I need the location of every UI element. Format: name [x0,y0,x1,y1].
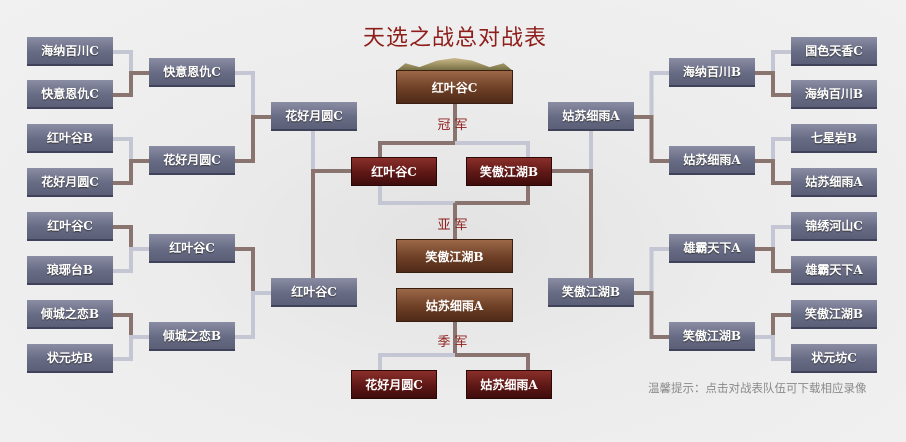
connector-line [113,335,149,361]
third-place-box[interactable]: 姑苏细雨A [396,288,513,322]
connector-line [311,169,351,278]
connector-line [755,335,791,361]
connector-line [755,137,791,163]
right-r1-team[interactable]: 状元坊C [791,344,877,373]
left-r1-team[interactable]: 海纳百川C [27,37,113,66]
connector-line [113,247,149,273]
left-r1-team[interactable]: 快意恩仇C [27,80,113,109]
right-r2-team[interactable]: 姑苏细雨A [669,146,755,175]
left-r2-team[interactable]: 快意恩仇C [149,58,235,87]
left-r1-team[interactable]: 倾城之恋B [27,300,113,329]
connector-line [235,115,271,163]
connector-line [755,313,791,339]
page-title: 天选之战总对战表 [362,26,547,51]
connector-line [455,141,530,157]
third-match-team-left[interactable]: 花好月圆C [351,370,437,399]
connector-line [634,71,669,119]
connector-line [552,169,593,278]
right-r1-team[interactable]: 国色天香C [791,37,877,66]
connector-line [235,71,271,119]
right-r2-team[interactable]: 雄霸天下A [669,234,755,263]
connector-line [378,104,457,157]
right-r1-team[interactable]: 笑傲江湖B [791,300,877,329]
left-r2-team[interactable]: 倾城之恋B [149,322,235,351]
connector-line [378,186,455,205]
connector-line [755,159,791,185]
connector-line [113,71,149,97]
right-r1-team[interactable]: 七星岩B [791,124,877,153]
connector-line [235,247,271,295]
final-team-right[interactable]: 笑傲江湖B [466,157,552,186]
left-r1-team[interactable]: 红叶谷B [27,124,113,153]
connector-line [634,291,669,339]
connector-line [755,225,791,251]
connector-line [113,225,149,251]
left-r1-team[interactable]: 状元坊B [27,344,113,373]
connector-line [235,291,271,339]
runner-up-box[interactable]: 笑傲江湖B [396,239,513,273]
connector-line [634,247,669,295]
connector-line [455,186,530,205]
right-r1-team[interactable]: 姑苏细雨A [791,168,877,197]
third-place-label: 季军 [437,335,472,350]
connector-line [113,50,149,75]
left-r1-team[interactable]: 琅琊台B [27,256,113,285]
connector-line [453,322,530,370]
connector-line [113,137,149,163]
left-r1-team[interactable]: 红叶谷C [27,212,113,241]
right-r1-team[interactable]: 锦绣河山C [791,212,877,241]
connector-line [113,313,149,339]
right-r2-team[interactable]: 笑傲江湖B [669,322,755,351]
right-r1-team[interactable]: 雄霸天下A [791,256,877,285]
left-r1-team[interactable]: 花好月圆C [27,168,113,197]
connector-line [755,71,791,97]
connector-line [755,247,791,273]
right-r1-team[interactable]: 海纳百川B [791,80,877,109]
right-r3-team[interactable]: 姑苏细雨A [548,102,634,131]
left-r3-team[interactable]: 花好月圆C [271,102,357,131]
right-r3-team[interactable]: 笑傲江湖B [548,278,634,307]
connector-line [755,50,791,75]
connector-line [634,115,669,163]
left-r2-team[interactable]: 花好月圆C [149,146,235,175]
runner-up-label: 亚军 [437,218,472,233]
champion-box[interactable]: 红叶谷C [396,70,513,104]
third-match-team-right[interactable]: 姑苏细雨A [466,370,552,399]
right-r2-team[interactable]: 海纳百川B [669,58,755,87]
champion-label: 冠军 [437,118,472,133]
tip-text: 温馨提示：点击对战表队伍可下载相应录像 [648,381,867,395]
left-r2-team[interactable]: 红叶谷C [149,234,235,263]
connector-line [378,353,455,370]
connector-line [113,159,149,185]
left-r3-team[interactable]: 红叶谷C [271,278,357,307]
final-team-left[interactable]: 红叶谷C [351,157,437,186]
